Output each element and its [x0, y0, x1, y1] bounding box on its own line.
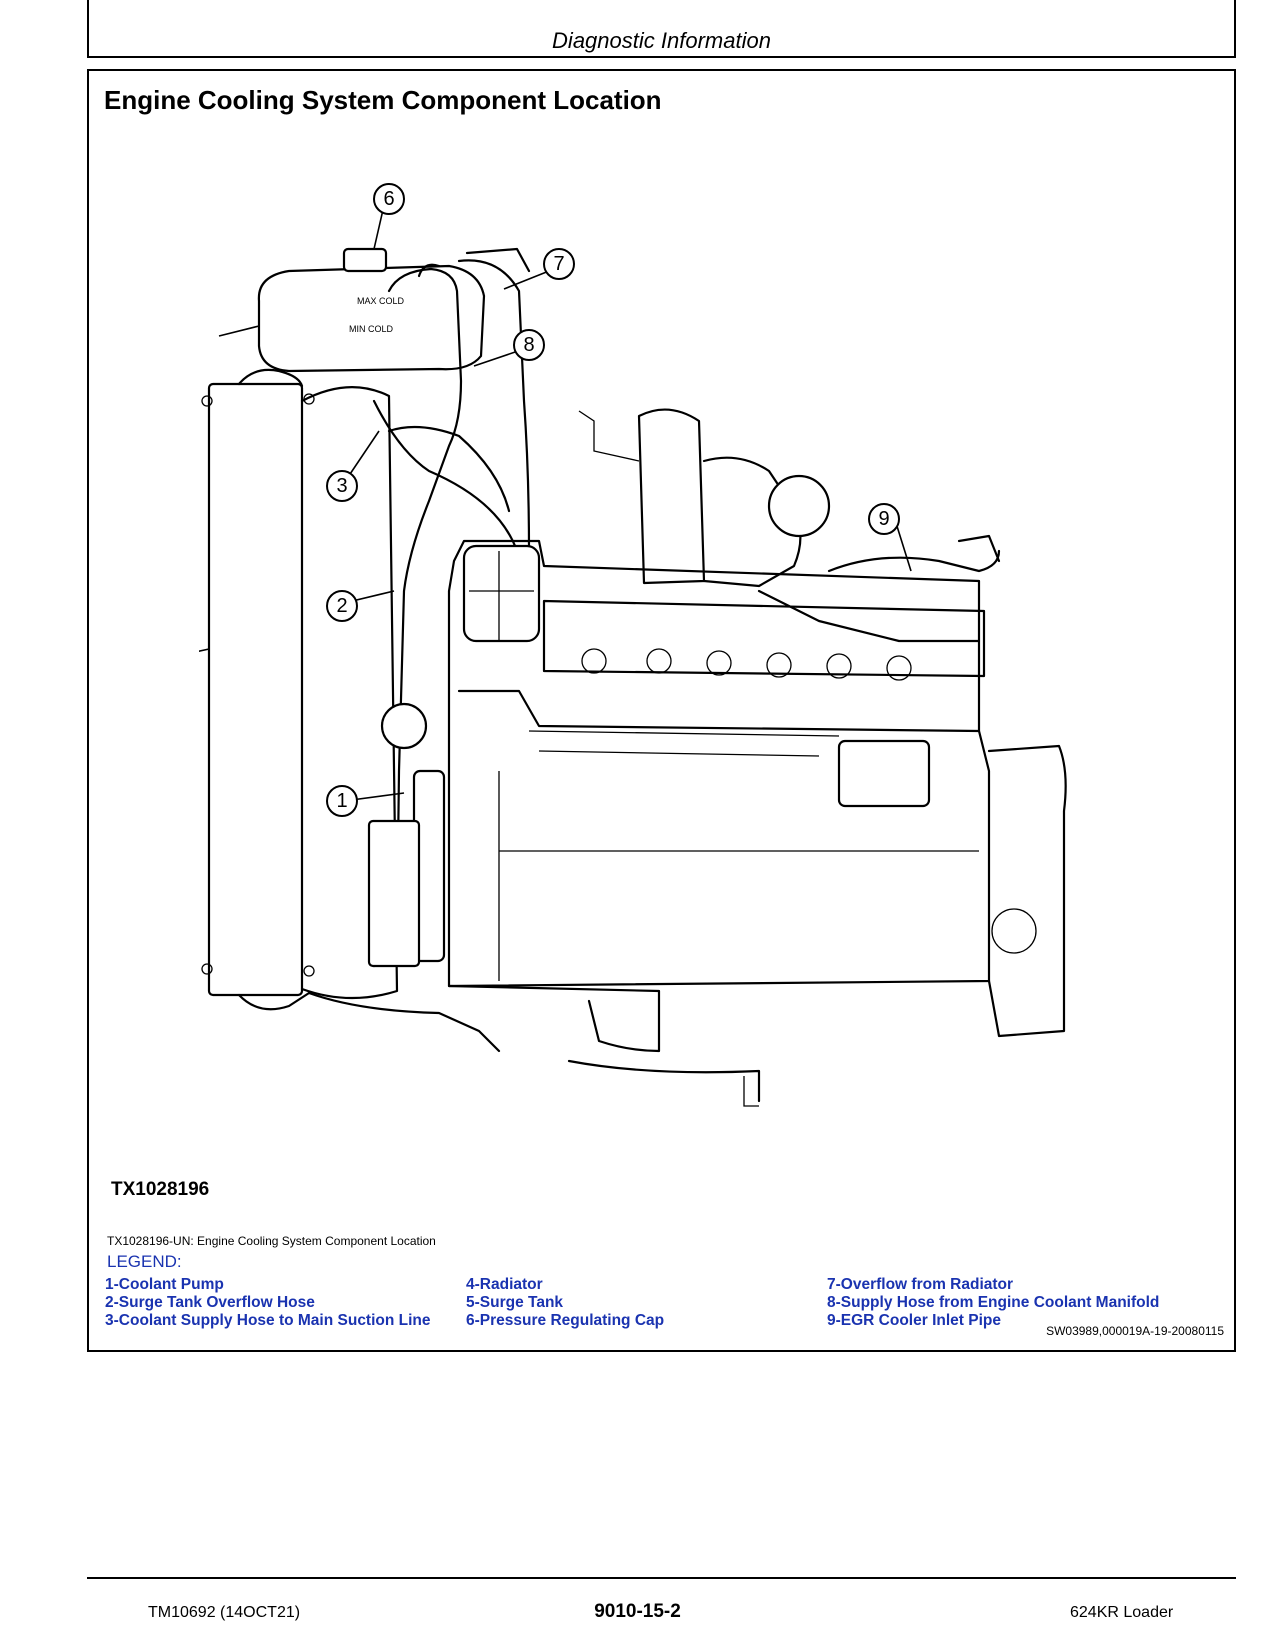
legend-item: 5-Surge Tank: [466, 1294, 564, 1311]
svg-text:9: 9: [878, 508, 889, 530]
legend-item: 2-Surge Tank Overflow Hose: [105, 1294, 315, 1311]
radiator: [207, 382, 304, 997]
coolant-pump: [380, 702, 428, 750]
legend-title: LEGEND:: [107, 1252, 182, 1271]
svg-text:6: 6: [383, 188, 394, 210]
legend-item: 4-Radiator: [466, 1276, 543, 1293]
callout-6: 6: [373, 183, 405, 215]
legend-item: 3-Coolant Supply Hose to Main Suction Li…: [105, 1312, 431, 1329]
section-title: Engine Cooling System Component Location: [104, 85, 662, 115]
legend-item: 7-Overflow from Radiator: [827, 1276, 1014, 1293]
footer-manual-id: TM10692 (14OCT21): [148, 1604, 301, 1621]
footer-model: 624KR Loader: [1070, 1604, 1174, 1621]
pressure-cap: [342, 247, 388, 273]
tank-min-text: MIN COLD: [349, 324, 394, 334]
callout-3: 3: [326, 470, 358, 502]
legend-item: 6-Pressure Regulating Cap: [466, 1312, 665, 1329]
footer-page-number: 9010-15-2: [594, 1601, 681, 1622]
callout-7: 7: [543, 248, 575, 280]
turbocharger: [637, 408, 706, 585]
svg-text:8: 8: [523, 334, 534, 356]
svg-text:1: 1: [336, 790, 347, 812]
figure-id: TX1028196: [111, 1179, 210, 1200]
page-header: Diagnostic Information: [87, 0, 1236, 58]
content-frame: Engine Cooling System Component Location…: [87, 69, 1236, 1352]
callout-1: 1: [326, 785, 358, 817]
reference-code: SW03989,000019A-19-20080115: [1046, 1324, 1224, 1338]
tank-max-text: MAX COLD: [357, 296, 405, 306]
svg-text:3: 3: [336, 475, 347, 497]
footer-divider: [87, 1577, 1236, 1579]
figure-caption: TX1028196-UN: Engine Cooling System Comp…: [107, 1234, 436, 1248]
supply-hose-manifold: [457, 259, 531, 593]
callout-9: 9: [868, 503, 900, 535]
callout-8: 8: [513, 329, 545, 361]
surge-tank: [257, 264, 486, 373]
legend-item: 8-Supply Hose from Engine Coolant Manifo…: [827, 1294, 1160, 1311]
svg-text:2: 2: [336, 595, 347, 617]
header-title: Diagnostic Information: [552, 28, 771, 53]
engine-illustration: MAX COLD MIN COLD: [199, 183, 1067, 1107]
egr-inlet-pipe: [827, 549, 1001, 573]
legend-item: 9-EGR Cooler Inlet Pipe: [827, 1312, 1001, 1329]
callout-2: 2: [326, 590, 358, 622]
coolant-supply-hose: [372, 399, 521, 563]
legend-item: 1-Coolant Pump: [105, 1276, 224, 1293]
svg-text:7: 7: [553, 253, 564, 275]
